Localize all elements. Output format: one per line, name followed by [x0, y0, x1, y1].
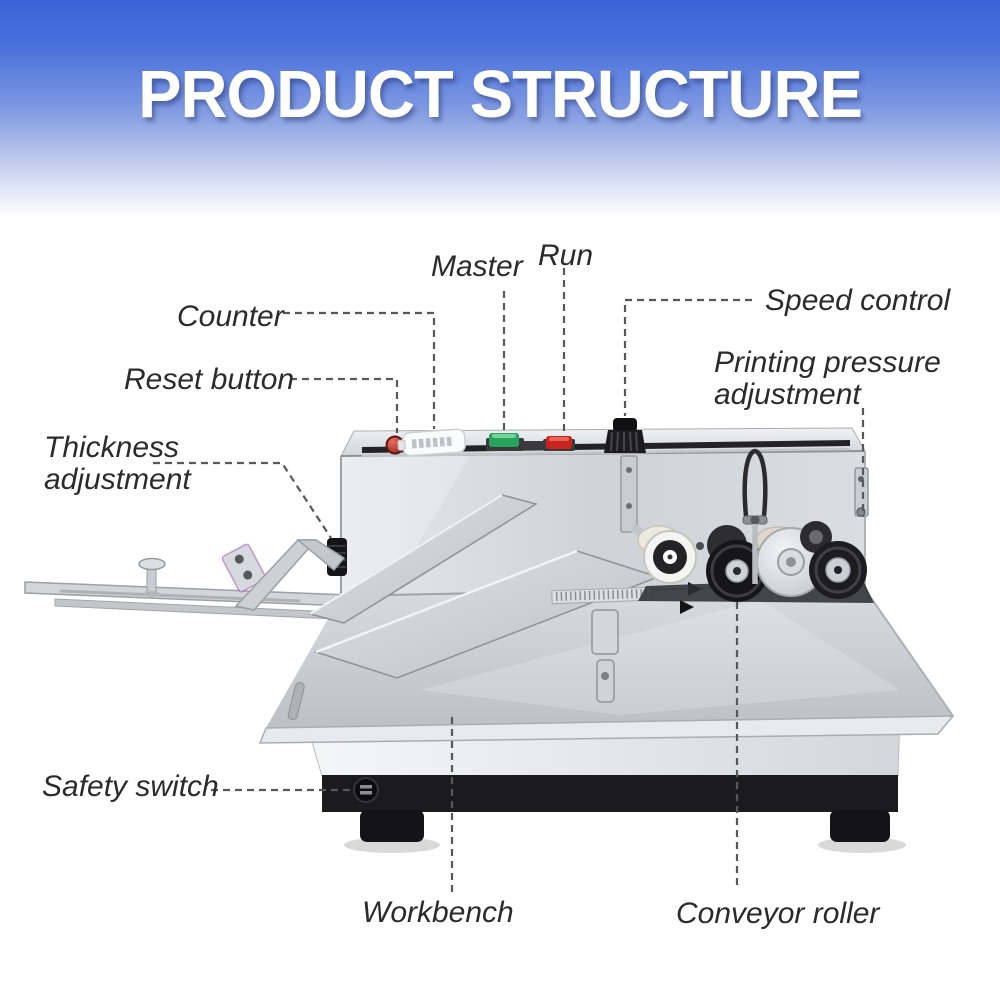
table-right-edge: [861, 584, 954, 717]
body-sheen: [341, 456, 470, 600]
pressure-disc-hole: [786, 557, 796, 567]
right-roller-tread: [814, 546, 862, 594]
label-thickness: Thickness adjustment: [44, 431, 191, 497]
label-workbench: Workbench: [362, 896, 514, 929]
base-black-band: [322, 775, 898, 812]
run-button-highlight: [549, 437, 569, 441]
header-banner: PRODUCT STRUCTURE: [0, 0, 1000, 218]
speed-control-knob: [604, 418, 646, 453]
safety-switch-button: [353, 777, 379, 803]
safety-switch-icon: [360, 785, 372, 789]
table-sheen: [420, 600, 900, 715]
rear-wheel-small-hub: [809, 530, 823, 544]
leader-reset-button: [290, 377, 399, 433]
rail-clamp: [221, 543, 267, 593]
safety-switch-icon: [360, 791, 372, 795]
rail-thumbscrew: [138, 557, 166, 597]
table-ruler: [551, 586, 653, 605]
counter-digits: [411, 436, 452, 449]
rail-strut-top: [295, 539, 346, 572]
master-button-highlight: [492, 434, 516, 438]
leader-counter: [283, 311, 436, 429]
label-safety-switch: Safety switch: [42, 770, 219, 803]
counter-display: [397, 428, 466, 457]
leader-lines: [153, 268, 865, 892]
printing-pressure-bracket: [854, 467, 869, 517]
leader-speed-control: [623, 298, 752, 416]
label-counter: Counter: [177, 300, 284, 333]
machine-foot: [830, 810, 890, 842]
guide-arrow: [680, 600, 694, 614]
guide-rail-arm: [24, 539, 358, 621]
machine-body: [327, 418, 869, 600]
rail-spacer: [524, 441, 546, 450]
roller-cluster: [637, 448, 874, 603]
label-conveyor-roller: Conveyor roller: [676, 897, 880, 930]
label-printing-pressure: Printing pressure adjustment: [714, 346, 950, 412]
machine-foot: [360, 810, 424, 842]
right-roller-axle: [834, 566, 842, 574]
ink-wheel-axle: [667, 554, 673, 560]
page-title: PRODUCT STRUCTURE: [138, 57, 863, 132]
screw: [696, 542, 704, 550]
table-slot: [287, 682, 305, 721]
rear-plate-highlight: [309, 494, 503, 615]
pressure-wishbone: [742, 448, 768, 584]
label-reset-button: Reset button: [124, 363, 295, 396]
conveyor-roller-axle: [733, 567, 741, 575]
label-run: Run: [538, 239, 594, 272]
plate-clamp: [591, 609, 619, 703]
label-speed-control: Speed control: [765, 284, 951, 317]
table-front-bevel: [258, 715, 955, 744]
leader-thickness: [153, 461, 332, 539]
front-plate-highlight: [315, 549, 578, 654]
label-master: Master: [431, 250, 523, 283]
